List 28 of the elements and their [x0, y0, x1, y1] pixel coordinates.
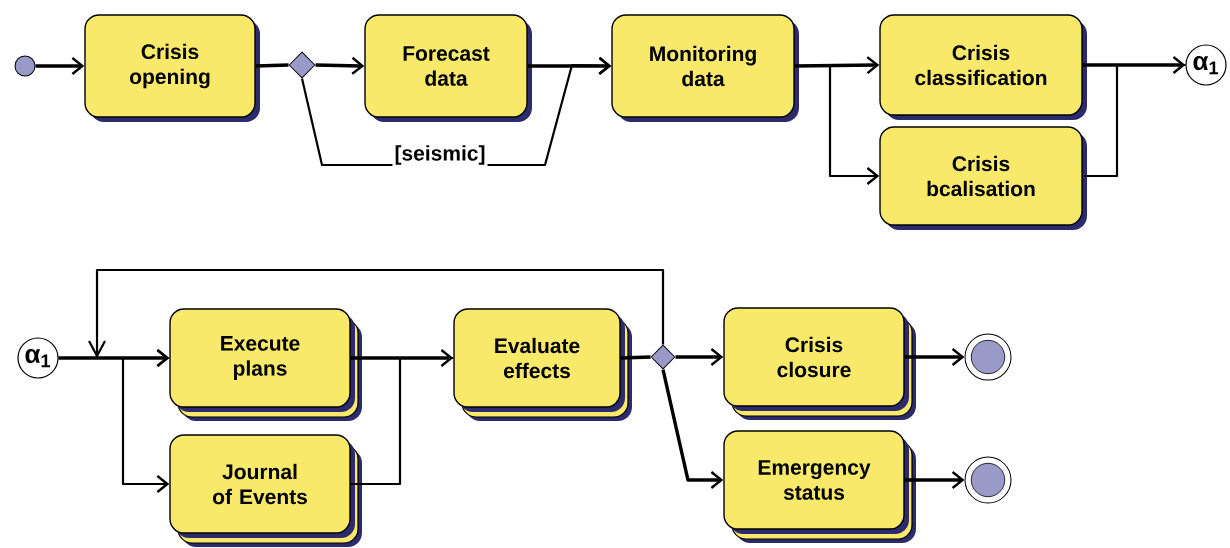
- process-box: Crisis bcalisation: [879, 126, 1087, 230]
- arrow: [675, 348, 724, 366]
- arrow: [87, 268, 665, 367]
- stacked-process-box: Evaluate effects: [453, 308, 632, 421]
- process-box: Forecast data: [364, 14, 532, 122]
- arrow: [315, 56, 365, 75]
- arrow: [904, 348, 965, 366]
- stacked-process-box: Crisis closure: [723, 307, 916, 420]
- process-box: Monitoring data: [611, 14, 799, 122]
- arrow: [794, 64, 880, 185]
- end-circle: [964, 333, 1012, 381]
- arrow: [1082, 56, 1186, 74]
- start-circle: [14, 55, 36, 77]
- arrow: [794, 56, 880, 75]
- decision-diamond: [650, 344, 676, 370]
- process-box: Crisis opening: [84, 14, 260, 122]
- process-box: Crisis classification: [879, 14, 1087, 120]
- arrow: [661, 369, 724, 489]
- decision-diamond: [288, 51, 316, 79]
- arrow: [350, 349, 454, 367]
- stacked-process-box: Emergency status: [723, 430, 916, 543]
- end-circle: [964, 456, 1012, 504]
- arrow: [58, 356, 170, 493]
- arrow: [904, 471, 965, 489]
- stacked-process-box: Journal of Events: [169, 434, 362, 547]
- stacked-process-box: Execute plans: [169, 308, 362, 421]
- arrow: [35, 57, 85, 75]
- edge-label: [seismic]: [392, 143, 488, 167]
